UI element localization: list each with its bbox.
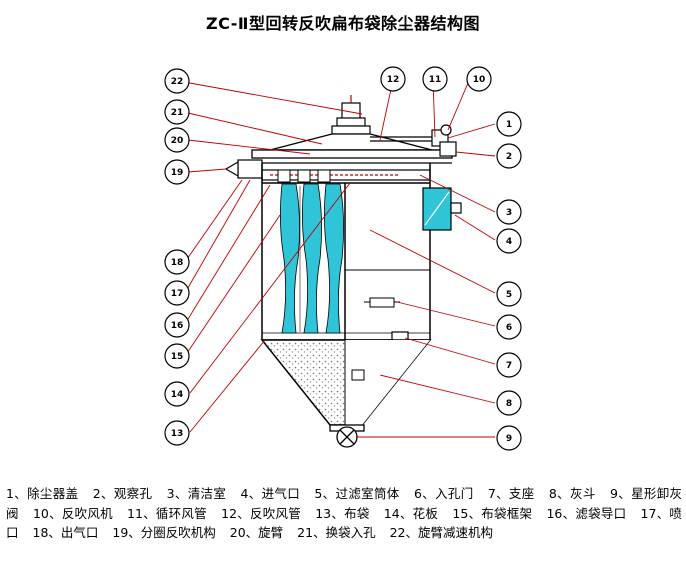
callout-9: 9 [496,425,522,451]
callout-label: 8 [506,399,512,409]
legend-item: 4、进气口 [240,486,301,501]
callout-14: 14 [164,381,190,407]
legend-item: 5、过滤室筒体 [314,486,400,501]
callout-label: 3 [506,208,512,218]
callout-label: 6 [506,323,512,333]
callout-label: 10 [473,75,486,85]
callout-5: 5 [496,281,522,307]
callout-label: 16 [171,321,184,331]
callout-label: 19 [171,168,184,178]
callout-label: 2 [506,152,512,162]
callout-label: 13 [171,429,184,439]
callout-11: 11 [422,66,448,92]
legend-item: 6、入孔门 [413,486,474,501]
reducer-assembly [331,95,371,135]
legend-item: 20、旋臂 [229,525,284,540]
callout-label: 9 [506,434,512,444]
legend-item: 1、除尘器盖 [6,486,79,501]
manhole-door [364,297,400,308]
callout-label: 1 [506,120,512,130]
callout-10: 10 [466,66,492,92]
leader-lines [183,79,496,438]
inlet-box [422,187,462,231]
filter-bags [277,169,344,334]
legend-item: 11、循环风管 [127,505,207,521]
callout-3: 3 [496,199,522,225]
legend-item: 12、反吹风管 [221,505,301,521]
structure-diagram: 1 2 3 4 5 6 7 8 9 10 11 12 13 14 15 16 1… [164,66,522,451]
legend-item: 9、星形卸灰阀 [6,486,683,521]
callout-label: 5 [506,290,512,300]
outlet-duct [224,159,263,179]
callout-18: 18 [164,249,190,275]
callout-label: 22 [171,77,184,87]
callout-label: 17 [171,289,184,299]
callout-label: 4 [506,237,512,247]
legend-item: 14、花板 [383,505,439,521]
callout-12: 12 [380,66,406,92]
callout-label: 15 [171,352,184,362]
callout-13: 13 [164,420,190,446]
recirculation-pipe [370,124,457,157]
legend-item: 18、出气口 [32,525,99,540]
callout-8: 8 [496,390,522,416]
legend-item: 17、喷口 [6,505,682,541]
callout-7: 7 [496,352,522,378]
rotary-valve [329,424,365,448]
callout-1: 1 [496,111,522,137]
callout-label: 14 [171,390,184,400]
callout-19: 19 [164,159,190,185]
legend-item: 16、滤袋导口 [546,505,627,521]
callout-21: 21 [164,99,190,125]
callout-22: 22 [164,68,190,94]
callout-17: 17 [164,280,190,306]
cover [251,133,453,164]
callout-label: 11 [429,75,442,85]
legend-item: 8、灰斗 [548,486,596,501]
legend-item: 10、反吹风机 [32,505,113,521]
callout-15: 15 [164,343,190,369]
legend-item: 15、布袋框架 [452,505,533,521]
legend-item: 21、换袋入孔 [297,525,376,540]
legend-item: 19、分圈反吹机构 [112,525,216,540]
legend-item: 22、旋臂减速机构 [389,525,493,540]
callout-6: 6 [496,314,522,340]
callout-label: 12 [387,75,400,85]
legend-item: 3、清洁室 [166,486,227,501]
callout-label: 18 [171,258,184,268]
callout-16: 16 [164,312,190,338]
callout-label: 7 [506,361,512,371]
callout-4: 4 [496,228,522,254]
legend-item: 7、支座 [487,486,535,501]
page-title: ZC-Ⅱ型回转反吹扁布袋除尘器结构图 [206,14,480,33]
callout-label: 20 [171,136,184,146]
callout-label: 21 [171,108,184,118]
legend-item: 13、布袋 [315,505,370,521]
callout-2: 2 [496,143,522,169]
legend: 1、除尘器盖 2、观察孔 3、清洁室 4、进气口 5、过滤室筒体 6、入孔门 7… [6,484,682,543]
legend-item: 2、观察孔 [92,486,153,501]
callout-20: 20 [164,127,190,153]
callout-numbers: 1 2 3 4 5 6 7 8 9 10 11 12 13 14 15 16 1… [164,66,522,451]
